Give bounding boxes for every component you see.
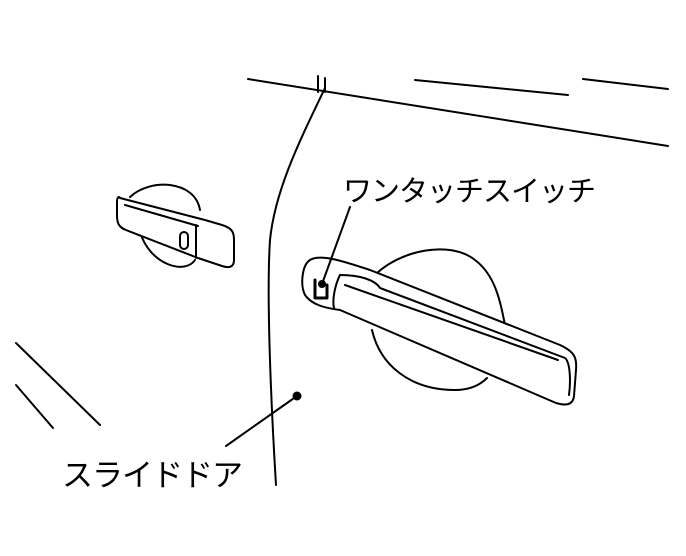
- body-line: [582, 78, 669, 90]
- body-line: [15, 342, 101, 426]
- rear-handle-edge: [124, 204, 199, 227]
- body-lines: [15, 75, 669, 486]
- rear-handle-keyhole: [179, 231, 189, 250]
- roof-edge-line: [247, 78, 669, 147]
- body-line: [15, 384, 54, 429]
- front-handle-edge: [344, 284, 559, 361]
- front-handle-edge: [339, 274, 571, 396]
- front-handle: [301, 248, 578, 406]
- leaders: [225, 206, 351, 447]
- rear-handle-cup: [129, 183, 201, 268]
- door-edge-line: [267, 87, 326, 486]
- rear-handle-grip: [116, 196, 235, 269]
- switch-leader-dot: [318, 280, 326, 288]
- door-leader-line: [225, 395, 298, 447]
- rear-handle: [116, 183, 235, 269]
- front-handle-grip: [301, 256, 578, 406]
- one-touch-switch-icon: [313, 278, 329, 300]
- switch-leader-line: [321, 206, 351, 285]
- body-line: [414, 79, 569, 96]
- door-leader-dot: [292, 391, 302, 401]
- one-touch-switch-label: ワンタッチスイッチ: [343, 174, 596, 208]
- front-handle-edge: [332, 274, 341, 309]
- slide-door-label: スライドドア: [62, 458, 243, 494]
- front-handle-cup: [371, 248, 506, 391]
